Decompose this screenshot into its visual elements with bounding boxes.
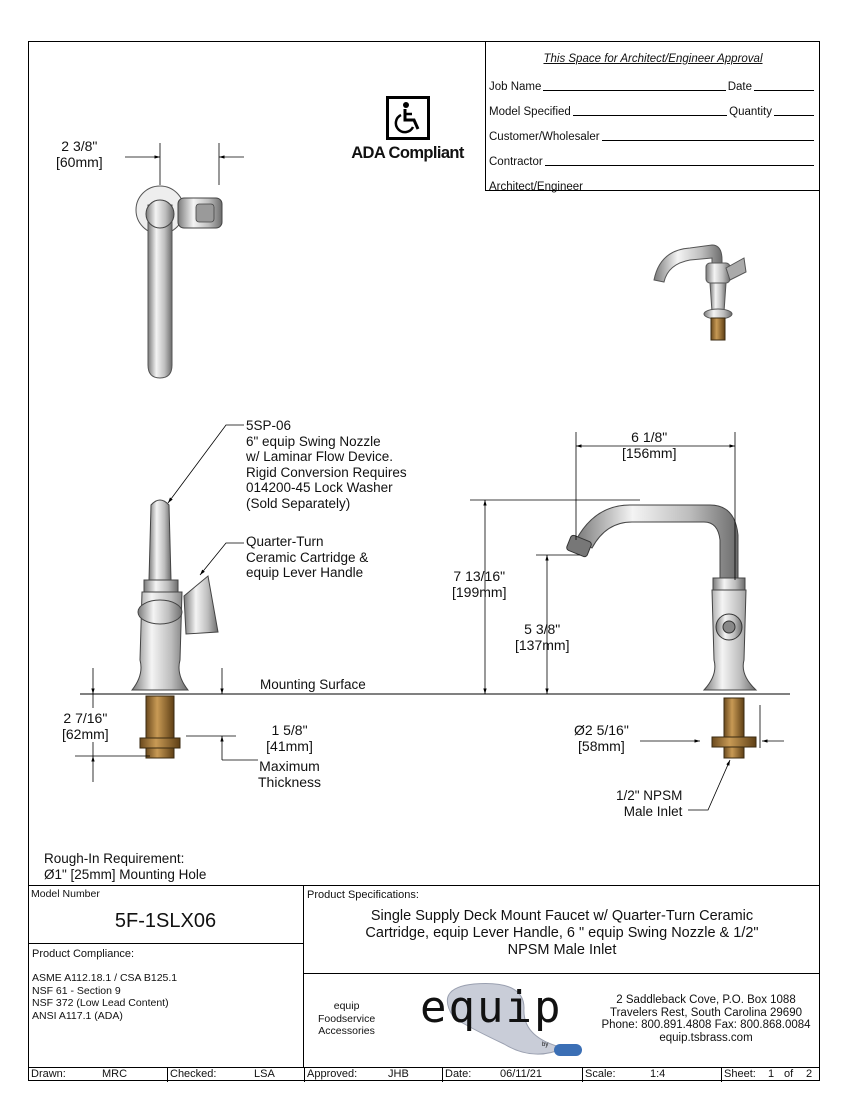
drawing-date: 06/11/21 <box>500 1068 543 1080</box>
job-name-line[interactable] <box>543 90 726 91</box>
title-block: Model Number 5F-1SLX06 Product Complianc… <box>28 885 820 1082</box>
sheet-total: 2 <box>806 1068 813 1080</box>
dim-spout-height: 5 3/8"[137mm] <box>515 621 570 653</box>
approved-by: JHB <box>388 1068 409 1080</box>
dim-reach: 6 1/8"[156mm] <box>622 429 677 461</box>
isometric-view <box>653 244 747 341</box>
approval-box: This Space for Architect/Engineer Approv… <box>485 41 820 193</box>
model-specified-line[interactable] <box>572 115 728 116</box>
compliance-cell: Product Compliance: ASME A112.18.1 / CSA… <box>28 944 304 1067</box>
contractor-line[interactable] <box>544 165 814 166</box>
tsbrass-icon <box>554 1044 582 1056</box>
wheelchair-icon <box>385 96 430 140</box>
drawing-frame <box>28 41 820 1081</box>
dim-shank: 2 7/16"[62mm] <box>62 710 109 742</box>
checked-by: LSA <box>254 1068 275 1080</box>
mounting-surface-label: Mounting Surface <box>260 677 366 692</box>
architect-row: Architect/Engineer <box>489 177 816 193</box>
approval-title: This Space for Architect/Engineer Approv… <box>543 53 763 65</box>
rough-in-note: Rough-In Requirement:Ø1" [25mm] Mounting… <box>44 851 207 882</box>
architect-line[interactable] <box>584 190 814 191</box>
contractor-row: Contractor <box>489 152 816 168</box>
ada-badge: ADA Compliant <box>340 96 475 163</box>
spec-cell: Product Specifications: Single Supply De… <box>304 886 820 974</box>
model-specified-row: Model Specified Quantity <box>489 102 816 118</box>
dim-flange: Ø2 5/16"[58mm] <box>574 722 629 754</box>
customer-row: Customer/Wholesaler <box>489 127 816 143</box>
front-elevation <box>470 432 784 811</box>
top-view <box>125 143 244 379</box>
sheet-number: 1 <box>768 1068 775 1080</box>
side-elevation <box>75 424 258 782</box>
dim-top-width: 2 3/8"[60mm] <box>56 138 103 170</box>
quantity-line[interactable] <box>774 115 814 116</box>
model-number: 5F-1SLX06 <box>114 910 217 932</box>
job-name-row: Job Name Date <box>489 77 816 93</box>
scale: 1:4 <box>650 1068 666 1080</box>
logo-text: equip <box>420 982 563 1033</box>
model-number-cell: Model Number 5F-1SLX06 <box>28 886 304 944</box>
ada-label: ADA Compliant <box>351 144 464 162</box>
equip-logo <box>446 983 566 1055</box>
drawn-by: MRC <box>102 1068 128 1080</box>
date-line[interactable] <box>754 90 814 91</box>
customer-line[interactable] <box>601 140 814 141</box>
dim-height: 7 13/16"[199mm] <box>452 568 507 600</box>
